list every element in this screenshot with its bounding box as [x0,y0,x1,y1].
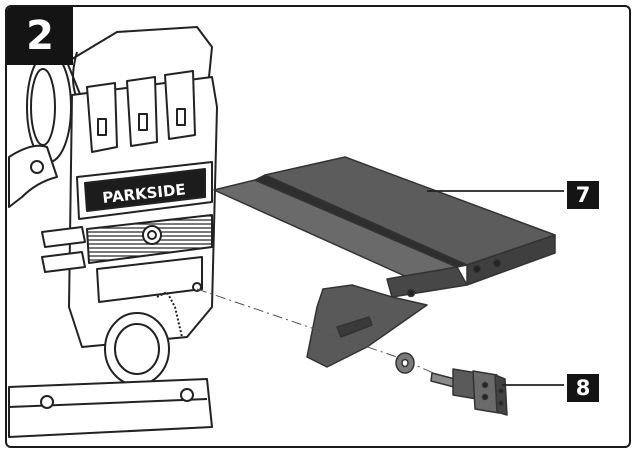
locking-knob [430,368,508,416]
callout-7-badge: 7 [567,181,599,209]
washer [395,352,415,374]
assembly-drawing: PARKSIDE [8,26,564,438]
callout-8-badge: 8 [567,374,599,402]
figure-frame: PARKSIDE [5,5,631,448]
machine-housing [8,26,218,438]
figure-number-badge: 2 [7,7,73,65]
work-table [213,156,556,368]
